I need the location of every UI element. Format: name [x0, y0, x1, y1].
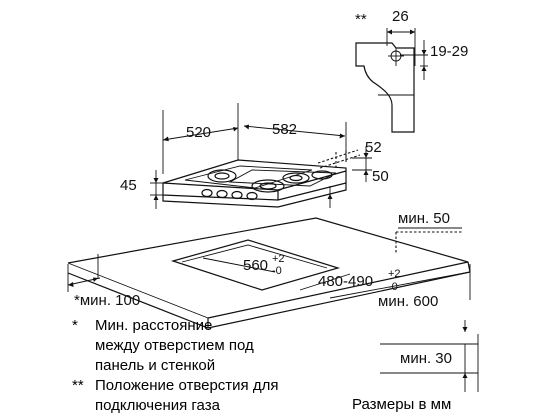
connector-height-label: 19-29: [430, 43, 468, 60]
footnotes: * Мин. расстояние между отверстием под п…: [72, 317, 278, 414]
gas-connector-detail: ** 26 19-29: [355, 8, 468, 133]
hob-rear-offset-label: 52: [365, 139, 382, 156]
note-1-line-3: панель и стенкой: [95, 357, 215, 374]
units-caption: Размеры в мм: [352, 396, 451, 413]
note-1-line-2: между отверстием под: [95, 337, 254, 354]
cutout-depth-label: 480-490: [318, 273, 373, 290]
min-front-label: мин. 600: [378, 293, 438, 310]
note-2-line-1: Положение отверстия для: [95, 377, 278, 394]
worktop-drawing: 560 +2 -0 480-490 +2 -0 мин. 50 *мин. 10…: [67, 210, 479, 392]
min-rear-label: мин. 50: [398, 210, 450, 227]
note-2-marker: **: [72, 377, 84, 394]
hob-side-offset-label: 50: [372, 168, 389, 185]
connector-width-label: 26: [392, 8, 409, 25]
min-wall-label: *мин. 100: [74, 292, 140, 309]
cutout-width-tol-plus: +2: [272, 253, 285, 265]
note-2-line-2: подключения газа: [95, 397, 221, 414]
cutout-width-label: 560: [243, 257, 268, 274]
hob-height-label: 45: [120, 177, 137, 194]
hob-drawing: 520 582 45: [120, 103, 389, 209]
cutout-depth-tol-minus: -0: [388, 281, 398, 293]
hob-width-label: 582: [272, 121, 297, 138]
note-1-marker: *: [72, 317, 78, 334]
hob-depth-label: 520: [186, 124, 211, 141]
cutout-depth-tol-plus: +2: [388, 268, 401, 280]
cutout-width-tol-minus: -0: [272, 265, 282, 277]
note-1-line-1: Мин. расстояние: [95, 317, 212, 334]
connector-marker: **: [355, 11, 367, 28]
min-side-label: мин. 30: [400, 350, 452, 367]
